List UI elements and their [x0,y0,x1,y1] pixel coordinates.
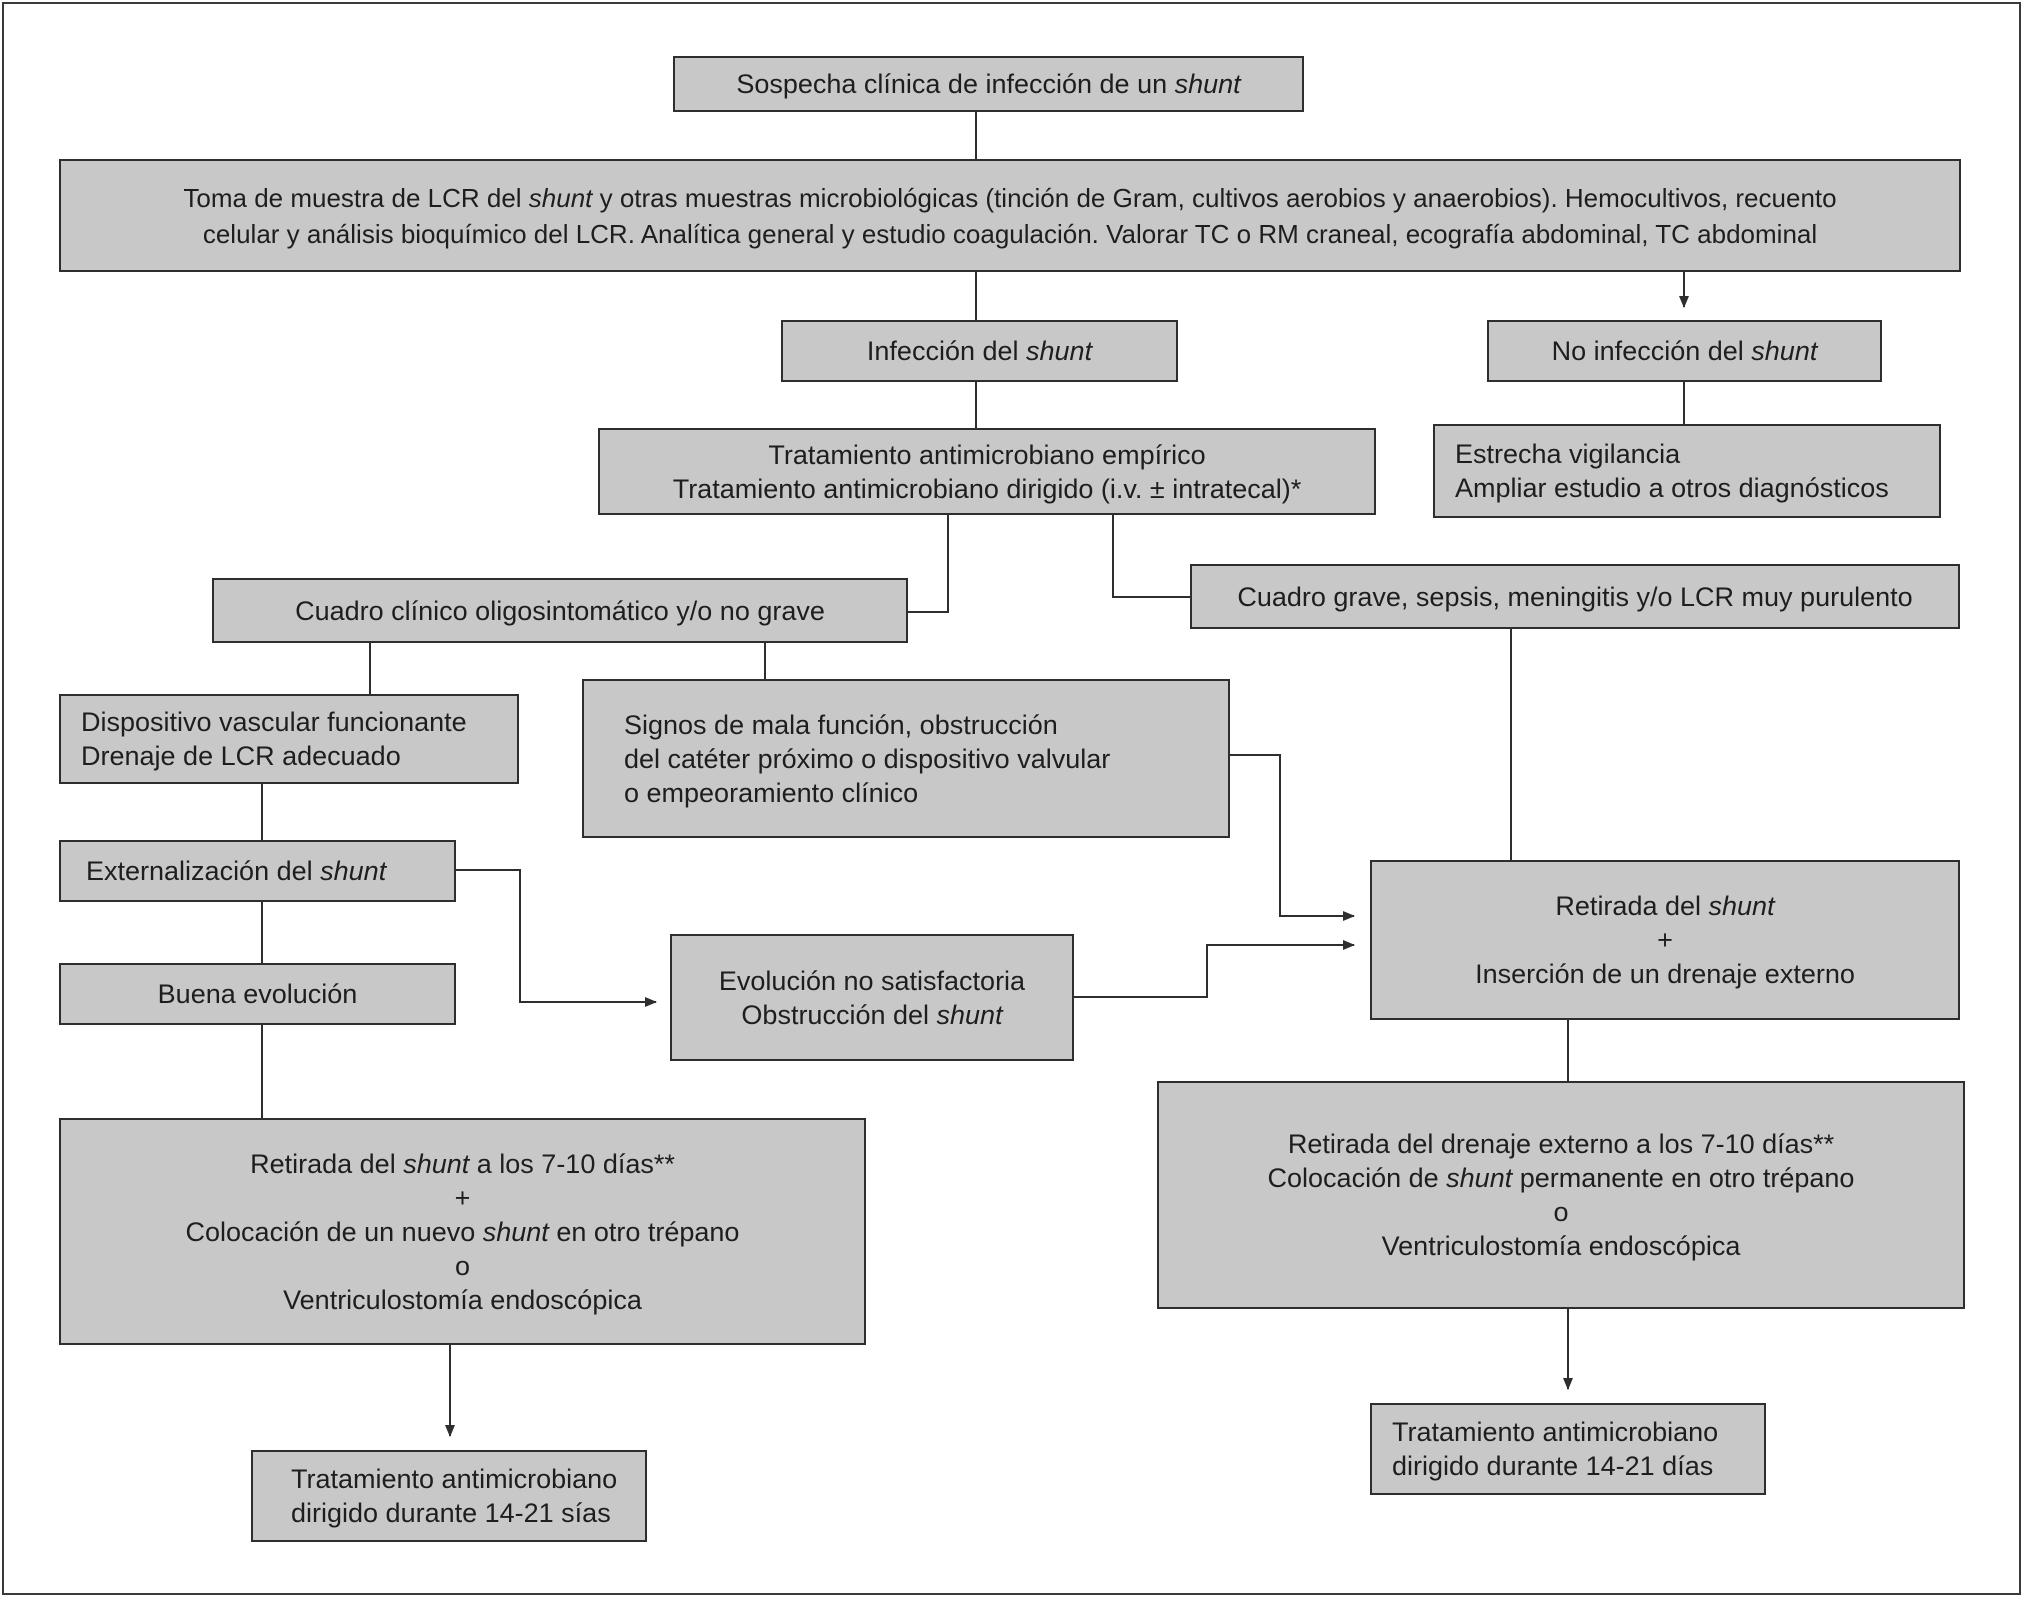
node-evolucion-no-satisfactoria: Evolución no satisfactoria Obstrucción d… [670,934,1074,1061]
node-vigilancia-line1: Estrecha vigilancia [1455,439,1681,469]
node-dispositivo-line2: Drenaje de LCR adecuado [81,741,401,771]
node-retirada-7-10-izq-line3: Colocación de un nuevo shunt en otro tré… [185,1216,740,1247]
connector-signos-to-retirada [1230,754,1355,921]
node-externalizacion-text: Externalización del shunt [86,856,387,886]
node-buena-evolucion: Buena evolución [59,963,456,1025]
node-tratamiento-final-der-line2: dirigido durante 14-21 días [1392,1451,1714,1481]
node-infeccion: Infección del shunt [781,320,1178,382]
node-tratamiento-final-izq-line1: Tratamiento antimicrobiano [291,1464,618,1494]
node-dispositivo-line1: Dispositivo vascular funcionante [81,707,467,737]
node-retirada-shunt-line2: + [1657,925,1673,955]
node-sospecha-text: Sospecha clínica de infección de un shun… [736,69,1241,99]
node-oligosintomatico: Cuadro clínico oligosintomático y/o no g… [212,578,908,643]
node-tratamiento-final-izq-line2: dirigido durante 14-21 sías [291,1498,611,1528]
node-retirada-drenaje-der-line4: Ventriculostomía endoscópica [1381,1231,1741,1261]
node-vigilancia-line2: Ampliar estudio a otros diagnósticos [1455,473,1889,503]
node-retirada-drenaje-der-line3: o [1553,1197,1569,1227]
connector-externalizacion-to-evolucion [456,869,657,1007]
node-dispositivo: Dispositivo vascular funcionante Drenaje… [59,694,519,784]
node-tratamiento-final-der-line1: Tratamiento antimicrobiano [1392,1417,1719,1447]
node-externalizacion: Externalización del shunt [59,840,456,902]
node-retirada-drenaje-der: Retirada del drenaje externo a los 7-10 … [1157,1081,1965,1309]
node-grave-text: Cuadro grave, sepsis, meningitis y/o LCR… [1237,581,1913,612]
connector-tratamiento-to-oligosintomatico [908,515,949,613]
node-retirada-drenaje-der-line2: Colocación de shunt permanente en otro t… [1267,1163,1855,1193]
node-infeccion-text: Infección del shunt [866,336,1093,366]
node-buena-evolucion-text: Buena evolución [157,979,358,1009]
node-signos-line1: Signos de mala función, obstrucción [624,709,1058,740]
node-tratamiento-empirico-line1: Tratamiento antimicrobiano empírico [768,439,1206,470]
node-oligosintomatico-text: Cuadro clínico oligosintomático y/o no g… [295,595,825,626]
node-retirada-7-10-izq-line2: + [454,1182,471,1213]
node-retirada-7-10-izq: Retirada del shunt a los 7-10 días** + C… [59,1118,866,1345]
node-retirada-7-10-izq-line5: Ventriculostomía endoscópica [283,1284,642,1315]
node-vigilancia: Estrecha vigilancia Ampliar estudio a ot… [1433,424,1941,518]
node-sospecha: Sospecha clínica de infección de un shun… [673,56,1304,112]
node-toma-muestra-line2: celular y análisis bioquímico del LCR. A… [202,218,1818,249]
connector-tratamiento-to-grave [1112,515,1190,598]
node-retirada-7-10-izq-line4: o [454,1250,471,1281]
node-retirada-shunt-line3: Inserción de un drenaje externo [1475,959,1855,989]
node-toma-muestra: Toma de muestra de LCR del shunt y otras… [59,159,1961,272]
connector-evolucion-to-retirada [1074,940,1355,998]
node-retirada-shunt: Retirada del shunt + Inserción de un dre… [1370,860,1960,1020]
node-tratamiento-final-der: Tratamiento antimicrobiano dirigido dura… [1370,1403,1766,1495]
node-signos-line3: o empeoramiento clínico [624,777,919,808]
node-tratamiento-final-izq: Tratamiento antimicrobiano dirigido dura… [251,1450,647,1542]
node-no-infeccion: No infección del shunt [1487,320,1882,382]
node-signos: Signos de mala función, obstrucción del … [582,679,1230,838]
node-signos-line2: del catéter próximo o dispositivo valvul… [624,743,1111,774]
node-tratamiento-empirico-line2: Tratamiento antimicrobiano dirigido (i.v… [672,473,1302,504]
node-evolucion-no-satisfactoria-line2: Obstrucción del shunt [741,999,1003,1030]
node-no-infeccion-text: No infección del shunt [1551,336,1818,366]
node-retirada-shunt-line1: Retirada del shunt [1555,891,1775,921]
node-retirada-drenaje-der-line1: Retirada del drenaje externo a los 7-10 … [1287,1129,1835,1159]
node-grave: Cuadro grave, sepsis, meningitis y/o LCR… [1190,564,1960,629]
node-evolucion-no-satisfactoria-line1: Evolución no satisfactoria [718,965,1026,996]
node-retirada-7-10-izq-line1: Retirada del shunt a los 7-10 días** [250,1148,675,1179]
node-tratamiento-empirico: Tratamiento antimicrobiano empírico Trat… [598,428,1376,515]
node-toma-muestra-line1: Toma de muestra de LCR del shunt y otras… [183,182,1837,213]
